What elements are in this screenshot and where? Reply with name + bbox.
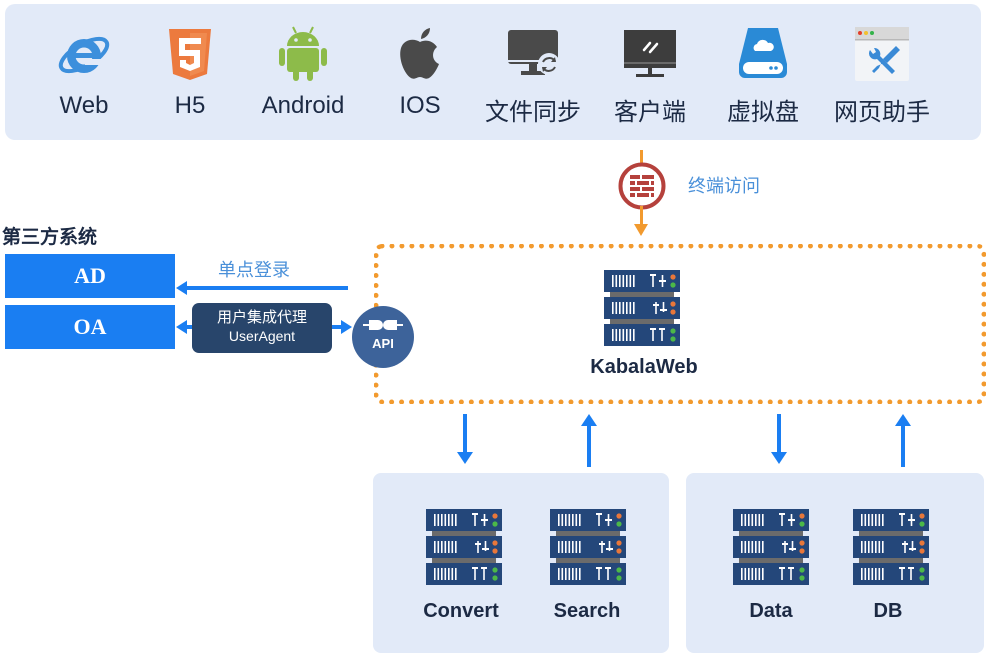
third-party-title: 第三方系统 (2, 227, 98, 248)
client-ios: IOS (365, 24, 475, 120)
data-server-icon (733, 509, 809, 585)
convert-link-line (463, 414, 467, 454)
service-panel-storage (686, 473, 984, 653)
search-link-line (587, 425, 591, 467)
api-link-line (332, 325, 342, 329)
oa-link-line (186, 325, 194, 329)
db-arrow-up (895, 414, 911, 426)
client-platforms-panel (5, 4, 981, 140)
client-virtual-disk: 虚拟盘 (708, 24, 818, 127)
api-node: API (352, 306, 414, 368)
access-line (640, 206, 643, 228)
user-agent-title: 用户集成代理 (216, 309, 307, 326)
plug-icon (363, 320, 403, 330)
kabalaweb-label: KabalaWeb (590, 356, 698, 378)
browser-tools-icon (855, 27, 909, 81)
sso-arrow-left (176, 281, 187, 295)
client-web: Web (29, 24, 139, 120)
terminal-access-label: 终端访问 (688, 176, 760, 196)
access-arrow-down (634, 224, 648, 236)
data-link-line (777, 414, 781, 454)
sso-label: 单点登录 (218, 260, 290, 280)
desktop-monitor-icon (624, 30, 676, 77)
client-label: 文件同步 (485, 99, 581, 126)
client-desktop: 客户端 (595, 24, 705, 127)
android-icon (279, 26, 327, 81)
kabalaweb-frame (374, 244, 986, 404)
client-file-sync: 文件同步 (478, 24, 588, 127)
data-label: Data (749, 600, 793, 622)
client-label: IOS (399, 92, 441, 119)
oa-arrow-left (176, 320, 187, 334)
system-ad: AD (5, 254, 175, 298)
client-label: Android (261, 92, 345, 119)
client-label: 客户端 (614, 99, 686, 126)
kabalaweb-server-icon (604, 270, 680, 346)
db-server-icon (853, 509, 929, 585)
client-label: H5 (174, 92, 206, 119)
client-web-assistant: 网页助手 (827, 24, 937, 127)
monitor-sync-icon (508, 30, 560, 75)
convert-arrow-down (457, 452, 473, 464)
convert-label: Convert (423, 600, 499, 622)
api-label: API (372, 336, 394, 351)
user-agent-subtitle: UserAgent (228, 328, 296, 344)
client-label: 网页助手 (834, 99, 930, 126)
client-label: 虚拟盘 (727, 99, 799, 126)
client-android: Android (248, 24, 358, 120)
db-label: DB (873, 600, 903, 622)
firewall-icon (618, 162, 666, 210)
ie-browser-icon (58, 36, 110, 74)
sso-line (186, 286, 348, 290)
client-label: Web (59, 92, 109, 119)
db-link-line (901, 425, 905, 467)
apple-icon (400, 28, 439, 79)
cloud-drive-icon (739, 28, 787, 78)
search-server-icon (550, 509, 626, 585)
client-h5: H5 (135, 24, 245, 120)
html5-icon (169, 29, 211, 80)
convert-server-icon (426, 509, 502, 585)
search-arrow-up (581, 414, 597, 426)
api-arrow-right (341, 320, 352, 334)
search-label: Search (553, 600, 621, 622)
access-line (640, 150, 643, 164)
user-agent-box: 用户集成代理 UserAgent (192, 303, 332, 353)
system-oa: OA (5, 305, 175, 349)
data-arrow-down (771, 452, 787, 464)
